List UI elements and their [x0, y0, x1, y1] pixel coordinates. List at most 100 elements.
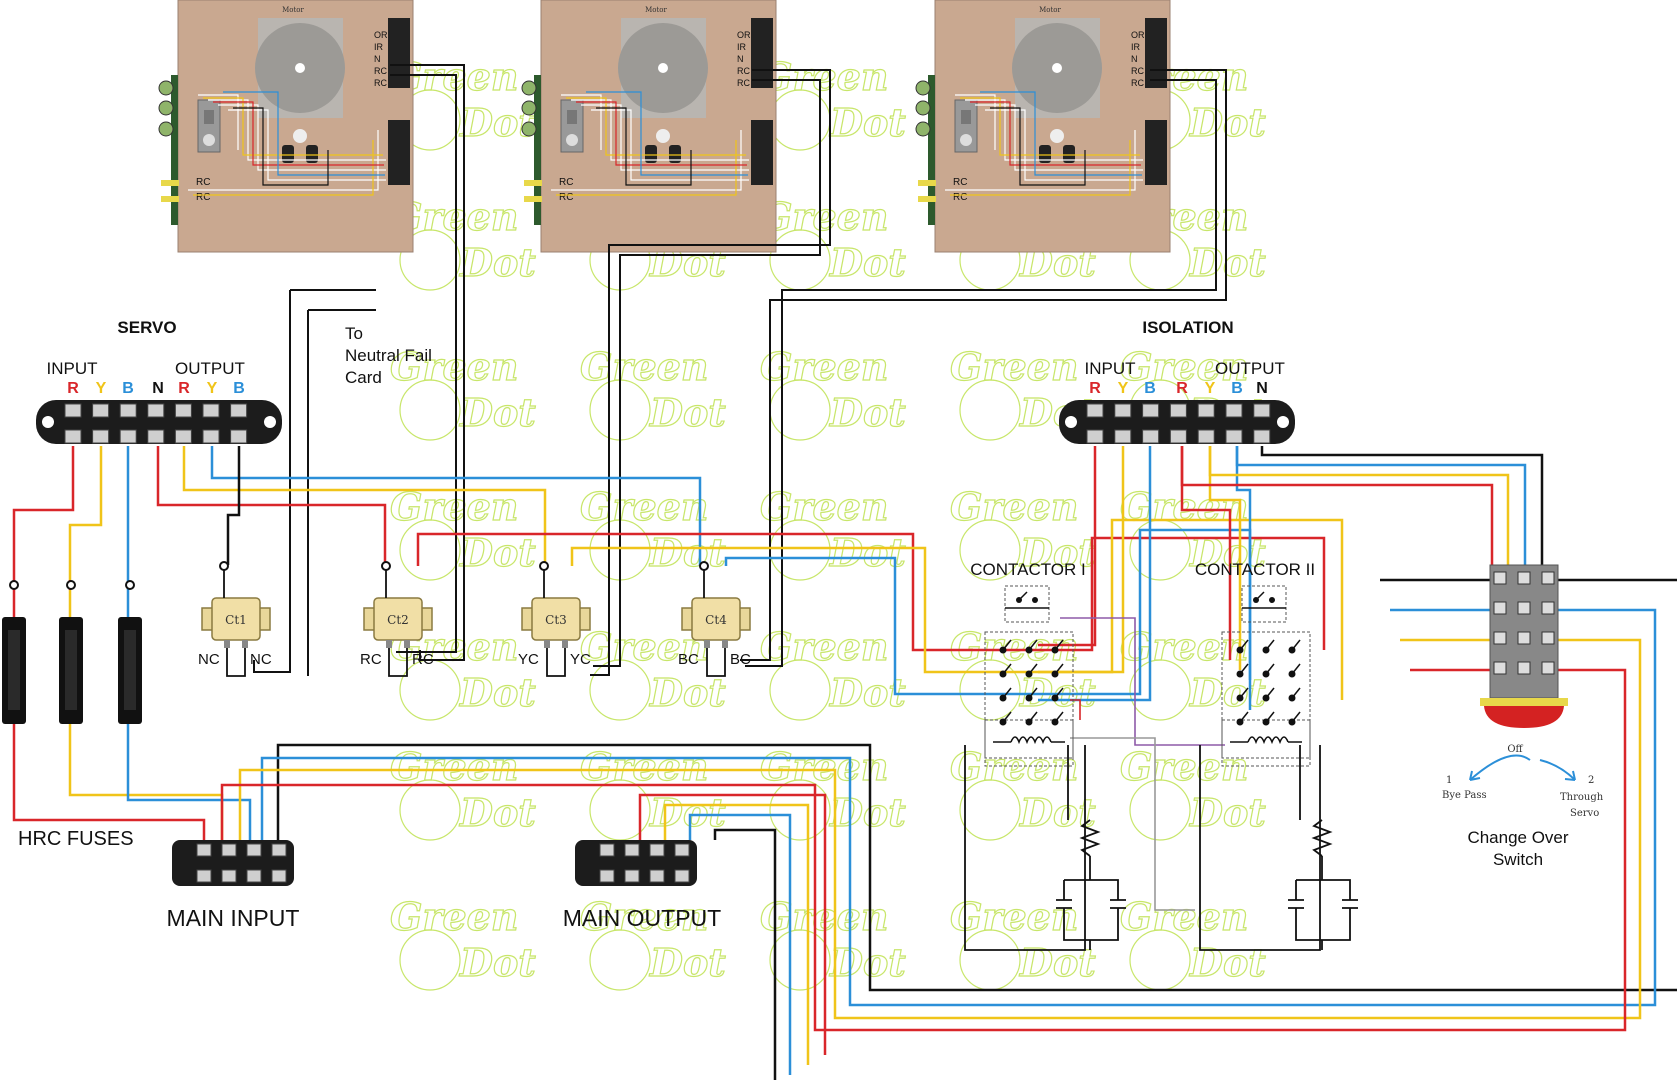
svg-text:N: N [1256, 380, 1268, 397]
terminal-screw [202, 403, 220, 418]
switch-pin [1517, 661, 1531, 675]
terminal-screw [624, 843, 640, 857]
control-wires [253, 64, 1227, 676]
svg-text:Y: Y [1205, 380, 1216, 397]
svg-text:Green: Green [580, 624, 708, 669]
terminal-screw [1225, 403, 1243, 418]
switch-pin [1493, 631, 1507, 645]
svg-text:Dot: Dot [1189, 240, 1266, 285]
svg-text:RC: RC [1131, 66, 1144, 76]
svg-text:RC: RC [196, 177, 210, 188]
svg-text:RC: RC [953, 177, 967, 188]
svg-text:1: 1 [1446, 775, 1452, 786]
svg-text:Dot: Dot [1189, 940, 1266, 985]
svg-text:Dot: Dot [1189, 670, 1266, 715]
main-output-label: MAIN OUTPUT [563, 905, 721, 931]
svg-text:Green: Green [950, 624, 1078, 669]
ct-right-label: NC [250, 651, 272, 668]
contactor-1-label: CONTACTOR I [970, 560, 1086, 579]
switch-pin [1541, 601, 1555, 615]
terminal-screw [196, 869, 212, 883]
ct-name: Ct4 [705, 613, 727, 627]
switch-pin [1541, 571, 1555, 585]
terminal-screw [119, 403, 137, 418]
ct-name: Ct1 [225, 613, 247, 627]
contactor-2 [1221, 585, 1311, 767]
ct-name: Ct2 [387, 613, 409, 627]
terminal-screw [674, 869, 690, 883]
svg-text:Green: Green [580, 744, 708, 789]
terminal-screw [1169, 403, 1187, 418]
isolation-input-label: INPUT [1085, 359, 1136, 378]
svg-text:Dot: Dot [649, 940, 726, 985]
svg-text:Bye Pass: Bye Pass [1442, 790, 1487, 801]
terminal-screw [92, 429, 110, 444]
svg-text:Dot: Dot [829, 100, 906, 145]
board-2-studs [521, 75, 542, 225]
svg-text:Green: Green [760, 484, 888, 529]
board-title: Motor [645, 6, 667, 14]
servo-screws [64, 403, 248, 444]
ct-name: Ct3 [545, 613, 567, 627]
svg-text:OR: OR [1131, 30, 1145, 40]
svg-text:RC: RC [196, 192, 210, 203]
ct-right-label: YC [570, 651, 591, 668]
control-board-3: Motor OR IR N RC RC RC RC [934, 0, 1171, 253]
svg-text:Y: Y [96, 380, 107, 397]
hrc-fuses [2, 580, 142, 724]
switch-pin [1517, 571, 1531, 585]
svg-text:R: R [178, 380, 190, 397]
contactor-2-label: CONTACTOR II [1195, 560, 1315, 579]
svg-text:N: N [1131, 54, 1138, 64]
svg-text:OR: OR [737, 30, 751, 40]
svg-text:Dot: Dot [1019, 940, 1096, 985]
svg-text:Dot: Dot [459, 790, 536, 835]
ct-right-label: BC [730, 651, 751, 668]
hrc-fuses-label: HRC FUSES [18, 828, 134, 850]
svg-text:RC: RC [374, 66, 387, 76]
svg-text:R: R [1089, 380, 1101, 397]
svg-text:Green: Green [1120, 344, 1248, 389]
control-board-1: Motor OR IR N RC RC RC RC [177, 0, 414, 253]
switch-pin [1541, 631, 1555, 645]
svg-text:Green: Green [760, 344, 888, 389]
svg-text:Green: Green [580, 344, 708, 389]
terminal-screw [599, 869, 615, 883]
svg-text:IR: IR [1131, 42, 1141, 52]
change-over-switch [1480, 564, 1568, 728]
switch-title-line2: Switch [1493, 850, 1543, 869]
svg-text:Neutral Fail: Neutral Fail [345, 346, 432, 365]
svg-text:To: To [345, 324, 363, 343]
svg-text:R: R [1176, 380, 1188, 397]
svg-text:RC: RC [737, 66, 750, 76]
terminal-screw [221, 843, 237, 857]
terminal-screw [221, 869, 237, 883]
isolation-screws [1086, 403, 1271, 444]
svg-text:Y: Y [1118, 380, 1129, 397]
svg-text:RC: RC [737, 78, 750, 88]
terminal-screw [174, 403, 192, 418]
terminal-screw [174, 429, 192, 444]
terminal-screw [202, 429, 220, 444]
terminal-screw [196, 843, 212, 857]
terminal-screw [1114, 403, 1132, 418]
terminal-screw [64, 403, 82, 418]
svg-text:Dot: Dot [459, 390, 536, 435]
